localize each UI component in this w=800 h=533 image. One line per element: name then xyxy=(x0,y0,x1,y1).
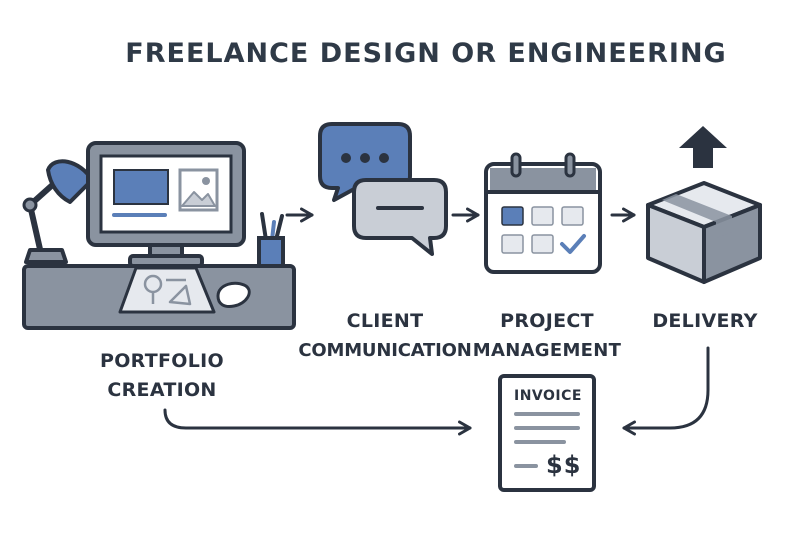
desk-lamp-icon xyxy=(22,159,94,264)
monitor-icon xyxy=(86,141,246,268)
step-label-client: CLIENT COMMUNICATION xyxy=(290,307,480,365)
check-icon xyxy=(560,234,586,254)
pen-cup-icon xyxy=(257,212,285,268)
upload-arrow-icon xyxy=(679,126,727,168)
chat-bubbles-icon xyxy=(318,122,448,256)
workstation-icon xyxy=(22,141,296,330)
diagram-title: FREELANCE DESIGN OR ENGINEERING xyxy=(125,38,727,69)
invoice-document-icon xyxy=(498,374,596,492)
step-label-line: CREATION xyxy=(107,379,217,401)
step-label-portfolio: PORTFOLIO CREATION xyxy=(62,347,262,405)
invoice-title: INVOICE xyxy=(514,388,582,404)
step-label-delivery: DELIVERY xyxy=(630,307,780,336)
flow-arrow-to-invoice xyxy=(163,408,472,436)
step-label-line: MANAGEMENT xyxy=(472,340,622,361)
mouse-icon xyxy=(216,281,251,308)
step-label-project: PROJECT MANAGEMENT xyxy=(462,307,632,365)
step-label-line: DELIVERY xyxy=(652,310,758,332)
delivery-box-icon xyxy=(646,126,762,284)
flow-arrow-to-invoice xyxy=(622,346,710,436)
invoice-amount: $$ xyxy=(546,451,582,479)
step-label-line: PORTFOLIO xyxy=(100,350,224,372)
step-label-line: COMMUNICATION xyxy=(298,340,472,361)
calendar-icon xyxy=(484,152,602,274)
sketch-paper-icon xyxy=(118,266,216,314)
step-label-line: PROJECT xyxy=(500,310,594,332)
step-label-line: CLIENT xyxy=(346,310,424,332)
